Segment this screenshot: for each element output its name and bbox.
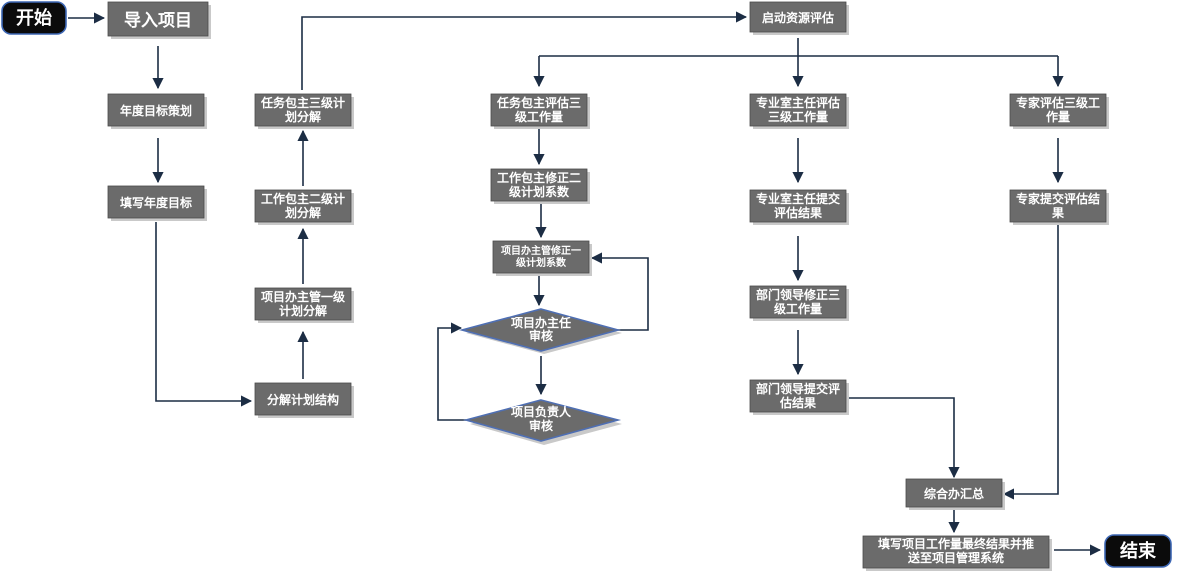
pm-owner-review-label-line2: 审核 [529, 418, 553, 433]
import-project-label: 导入项目 [124, 11, 192, 31]
pm-adjust-level1-label-line2: 级计划系数 [515, 256, 567, 269]
expert-submit-node: 专家提交评估结 果 [1009, 189, 1109, 225]
edge-lead-review-loop-back [590, 252, 649, 331]
decompose-plan-structure-node: 分解计划结构 [254, 382, 354, 418]
edge-expert-submit-to-summary [1002, 224, 1059, 500]
expert-eval-label-line1: 专家评估三级工 [1016, 95, 1100, 110]
pm-level1-plan-label-line1: 项目办主管一级 [261, 289, 345, 304]
end-node: 结束 [1104, 534, 1172, 568]
decompose-plan-structure-label: 分解计划结构 [267, 392, 339, 407]
annual-target-plan-node: 年度目标策划 [107, 93, 207, 129]
pm-owner-review-label-line1: 项目负责人 [511, 404, 572, 419]
start-resource-eval-label: 启动资源评估 [762, 10, 834, 25]
dept-director-submit-label-line2: 评估结果 [774, 205, 822, 220]
expert-eval-label-line2: 作量 [1046, 109, 1070, 124]
wp-adjust-level2-node: 工作包主修正二 级计划系数 [490, 168, 590, 204]
task-eval-level3-node: 任务包主评估三 级工作量 [490, 93, 590, 129]
dept-director-eval-label-line1: 专业室主任评估 [756, 95, 840, 110]
fill-annual-target-label: 填写年度目标 [120, 195, 192, 210]
pm-level1-plan-node: 项目办主管一级 计划分解 [254, 287, 354, 323]
edges [68, 11, 1102, 556]
pm-owner-review-decision: 项目负责人 审核 [462, 399, 622, 445]
edge-owner-review-loop-back [437, 322, 466, 421]
wp-level2-plan-label-line1: 工作包主二级计 [261, 191, 345, 206]
leader-adjust-node: 部门领导修正三 级工作量 [749, 285, 849, 321]
wp-adjust-level2-label-line1: 工作包主修正二 [497, 170, 581, 185]
leader-submit-label-line1: 部门领导提交评 [756, 381, 840, 396]
edge-level3-to-start-eval [301, 11, 748, 90]
fill-final-result-label-line1: 填写项目工作量最终结果并推 [878, 536, 1034, 551]
pm-lead-review-label-line1: 项目办主任 [511, 315, 571, 330]
task-level3-plan-node: 任务包主三级计 划分解 [254, 93, 354, 129]
general-office-summary-node: 综合办汇总 [905, 478, 1005, 510]
expert-eval-node: 专家评估三级工 作量 [1009, 93, 1109, 129]
pm-adjust-level1-node: 项目办主管修正一 级计划系数 [492, 240, 592, 276]
pm-lead-review-decision: 项目办主任 审核 [458, 308, 622, 354]
start-node-label: 开始 [16, 7, 52, 29]
fill-final-result-label-line2: 送至项目管理系统 [907, 550, 1004, 565]
end-node-label: 结束 [1120, 540, 1157, 562]
annual-target-plan-label: 年度目标策划 [120, 103, 192, 118]
leader-adjust-label-line1: 部门领导修正三 [756, 287, 840, 302]
task-eval-level3-label-line1: 任务包主评估三 [496, 95, 581, 110]
import-project-node: 导入项目 [107, 1, 211, 39]
fill-final-result-node: 填写项目工作量最终结果并推 送至项目管理系统 [862, 535, 1052, 571]
dept-director-submit-label-line1: 专业室主任提交 [756, 191, 840, 206]
fill-annual-target-node: 填写年度目标 [107, 185, 207, 221]
general-office-summary-label: 综合办汇总 [924, 486, 984, 501]
task-level3-plan-label-line2: 划分解 [285, 109, 321, 124]
pm-lead-review-label-line2: 审核 [529, 328, 553, 343]
edge-fill-target-to-decompose [155, 222, 253, 407]
dept-director-eval-node: 专业室主任评估 三级工作量 [749, 93, 849, 129]
wp-adjust-level2-label-line2: 级计划系数 [509, 184, 570, 199]
pm-level1-plan-label-line2: 计划分解 [279, 303, 327, 318]
pm-adjust-level1-label-line1: 项目办主管修正一 [501, 244, 581, 257]
wp-level2-plan-node: 工作包主二级计 划分解 [254, 189, 354, 225]
task-level3-plan-label-line1: 任务包主三级计 [260, 95, 345, 110]
dept-director-submit-node: 专业室主任提交 评估结果 [749, 189, 849, 225]
dept-director-eval-label-line2: 三级工作量 [768, 109, 828, 124]
start-node: 开始 [1, 1, 67, 35]
start-resource-eval-node: 启动资源评估 [749, 1, 849, 35]
leader-submit-label-line2: 估结果 [779, 395, 816, 410]
leader-adjust-label-line2: 级工作量 [774, 301, 822, 316]
wp-level2-plan-label-line2: 划分解 [285, 205, 321, 220]
edge-leader-submit-to-summary [849, 397, 960, 479]
expert-submit-label-line2: 果 [1051, 206, 1064, 220]
expert-submit-label-line1: 专家提交评估结 [1016, 191, 1100, 206]
task-eval-level3-label-line2: 级工作量 [515, 109, 563, 124]
leader-submit-node: 部门领导提交评 估结果 [749, 379, 849, 415]
